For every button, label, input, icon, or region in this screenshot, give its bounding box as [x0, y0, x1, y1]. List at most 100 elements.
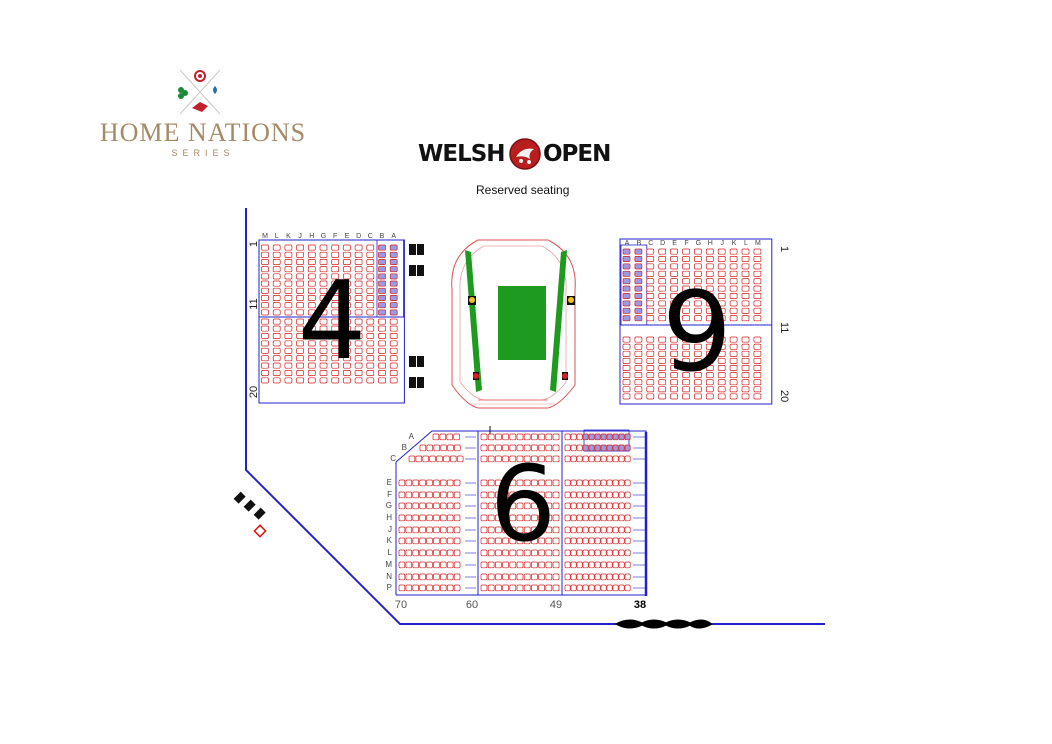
block-6-reserved-zone — [583, 429, 630, 452]
seat — [624, 549, 631, 557]
seat — [600, 537, 607, 545]
seat — [378, 362, 386, 369]
series-title: HOME NATIONS — [99, 118, 307, 147]
seat — [426, 573, 433, 581]
seat — [432, 433, 440, 441]
seat — [509, 561, 517, 569]
seat — [284, 273, 293, 280]
seat — [564, 444, 571, 452]
seat — [319, 251, 328, 258]
seat — [307, 280, 316, 287]
seat — [646, 270, 655, 277]
seat — [284, 340, 293, 347]
seat — [606, 549, 613, 557]
seat — [717, 343, 726, 350]
block-number: 9 — [662, 268, 732, 396]
seat — [331, 251, 340, 258]
seat — [307, 318, 316, 325]
player-chairs-block4 — [409, 244, 424, 388]
seat — [582, 479, 589, 487]
seat — [307, 266, 316, 273]
seat — [622, 285, 631, 292]
seat — [552, 444, 560, 452]
seat — [545, 573, 553, 581]
seat — [606, 514, 613, 522]
seat — [261, 370, 269, 376]
seat — [296, 355, 304, 362]
row-label: B — [380, 233, 385, 240]
seat — [354, 377, 363, 384]
seat — [741, 379, 750, 386]
seat — [646, 307, 655, 314]
seat — [531, 444, 538, 452]
seat — [433, 444, 440, 452]
seat — [618, 491, 625, 499]
seat — [480, 561, 488, 569]
seat — [319, 302, 328, 309]
seat — [552, 537, 560, 545]
seat — [398, 514, 406, 522]
seat — [753, 307, 762, 314]
seat — [670, 285, 678, 292]
seat — [538, 561, 545, 569]
seat — [319, 295, 328, 301]
block-9-frame — [619, 238, 773, 405]
seat — [694, 263, 702, 270]
seat — [582, 526, 589, 534]
seat — [319, 362, 328, 369]
seat — [670, 350, 678, 357]
row-label: A — [625, 240, 630, 247]
seat — [694, 386, 702, 393]
seat — [729, 307, 738, 314]
seat — [523, 444, 531, 452]
seat — [307, 377, 316, 384]
seat — [606, 433, 613, 441]
seat — [440, 514, 447, 522]
seat — [426, 444, 434, 452]
seat — [446, 537, 454, 545]
seat — [538, 491, 545, 499]
seat — [453, 526, 461, 534]
seat — [588, 433, 595, 441]
seat — [408, 455, 416, 463]
seat — [331, 355, 340, 362]
seat — [516, 573, 524, 581]
seat-number-label: 38 — [634, 599, 646, 611]
seat — [319, 333, 328, 339]
seat — [564, 514, 571, 522]
seat — [261, 251, 269, 258]
seat — [502, 479, 509, 487]
seat — [516, 455, 524, 463]
seat — [296, 287, 304, 294]
seat — [456, 455, 464, 463]
seat — [495, 491, 502, 499]
seat — [741, 350, 750, 357]
seat — [634, 315, 643, 322]
seat — [366, 325, 375, 332]
seat-number-label: 70 — [395, 599, 407, 611]
seat — [495, 526, 502, 534]
seat — [670, 386, 678, 393]
seat — [412, 584, 419, 592]
seat — [545, 433, 553, 441]
seat — [622, 350, 631, 357]
row-label: D — [660, 240, 665, 247]
seat — [446, 549, 454, 557]
seat — [753, 386, 762, 393]
seat — [319, 370, 328, 376]
row-label: N — [386, 572, 392, 581]
seat — [622, 248, 631, 255]
seat — [634, 372, 643, 379]
seat — [658, 307, 667, 314]
seat — [261, 295, 269, 301]
seat — [272, 362, 281, 369]
seat — [538, 537, 545, 545]
seat — [523, 491, 531, 499]
row-label: P — [387, 583, 392, 592]
seat — [261, 280, 269, 287]
seat — [502, 491, 509, 499]
seat — [582, 502, 589, 510]
seat — [564, 573, 571, 581]
seat — [366, 244, 375, 251]
row-label: J — [720, 240, 724, 247]
